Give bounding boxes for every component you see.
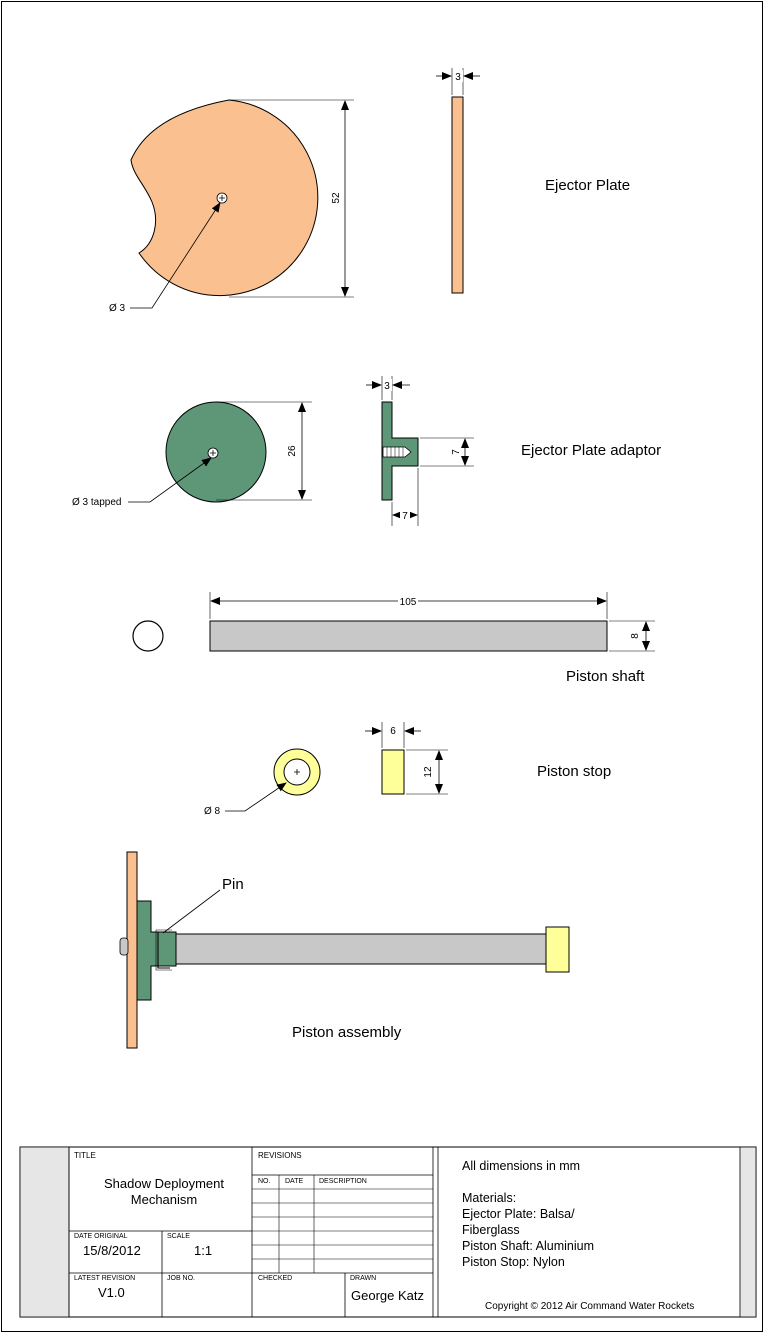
piston-shaft-title: Piston shaft	[566, 668, 645, 685]
ejector-plate-title: Ejector Plate	[545, 177, 631, 194]
dim-label-shaft-dia: 8	[630, 633, 641, 639]
title-header: TITLE	[74, 1151, 96, 1160]
leader-line	[128, 457, 212, 503]
scale: 1:1	[194, 1243, 213, 1258]
assembly-title: Piston assembly	[292, 1024, 402, 1041]
assembly-adaptor	[136, 900, 177, 1001]
ejector-plate-view	[130, 68, 480, 309]
revisions-header: REVISIONS	[258, 1151, 302, 1160]
latest-revision-header: LATEST REVISION	[74, 1275, 136, 1282]
latest-revision: V1.0	[98, 1285, 125, 1300]
piston-assembly-view	[119, 851, 570, 1049]
hole-label-adaptor: Ø 3 tapped	[72, 497, 121, 508]
scale-header: SCALE	[167, 1233, 190, 1240]
stop-side	[381, 749, 405, 795]
note-piston-shaft: Piston Shaft: Aluminium	[462, 1239, 595, 1253]
hole-label-stop: Ø 8	[204, 806, 221, 817]
note-ejector-plate: Ejector Plate: Balsa/	[462, 1207, 575, 1221]
piston-stop-title: Piston stop	[537, 763, 612, 780]
drawn-header: DRAWN	[350, 1275, 377, 1282]
checked-header: CHECKED	[258, 1275, 293, 1282]
note-materials-header: Materials:	[462, 1191, 517, 1205]
tapped-bore	[382, 446, 412, 458]
hole-label-plate: Ø 3	[109, 303, 126, 314]
assembly-stop	[545, 926, 570, 973]
copyright: Copyright © 2012 Air Command Water Rocke…	[485, 1301, 695, 1312]
rev-col-description: DESCRIPTION	[319, 1178, 367, 1185]
drawing-title: Shadow Deployment Mechanism	[104, 1176, 224, 1207]
note-dimensions: All dimensions in mm	[462, 1159, 581, 1173]
notes-panel: All dimensions in mm Materials: Ejector …	[462, 1158, 594, 1270]
title-block	[19, 1146, 757, 1318]
adaptor-view	[128, 376, 474, 526]
note-ejector-plate-cont: Fiberglass	[462, 1223, 520, 1237]
dim-label-boss-height: 7	[451, 449, 462, 455]
pin-leader	[162, 889, 221, 934]
note-piston-stop: Piston Stop: Nylon	[462, 1255, 565, 1269]
dim-label-105: 105	[400, 597, 417, 608]
rev-col-date: DATE	[285, 1178, 304, 1185]
rev-col-no: NO.	[258, 1178, 271, 1185]
dim-label-stop-width: 6	[390, 726, 396, 737]
piston-shaft-view	[132, 592, 655, 652]
leader-line	[130, 202, 221, 309]
assembly-plate	[126, 851, 138, 1049]
drawn-by: George Katz	[351, 1288, 424, 1303]
adaptor-title: Ejector Plate adaptor	[521, 442, 662, 459]
shaft-body	[209, 620, 608, 652]
ejector-plate-side	[451, 96, 464, 294]
dim-label-52: 52	[331, 192, 342, 204]
date-original: 15/8/2012	[83, 1243, 141, 1258]
assembly-nut	[119, 937, 129, 956]
dim-label-plate-thickness: 3	[455, 72, 461, 83]
job-no-header: JOB NO.	[167, 1275, 196, 1282]
date-original-header: DATE ORIGINAL	[74, 1233, 128, 1240]
assembly-shaft	[175, 933, 547, 965]
dim-label-flange: 3	[384, 381, 390, 392]
dim-label-26: 26	[287, 445, 298, 457]
dim-label-stop-height: 12	[423, 766, 434, 778]
leader-line	[225, 782, 287, 812]
pin-label: Pin	[222, 876, 244, 893]
shaft-end-view	[132, 620, 164, 652]
piston-stop-view	[225, 722, 448, 812]
dim-label-boss-length: 7	[402, 511, 408, 522]
